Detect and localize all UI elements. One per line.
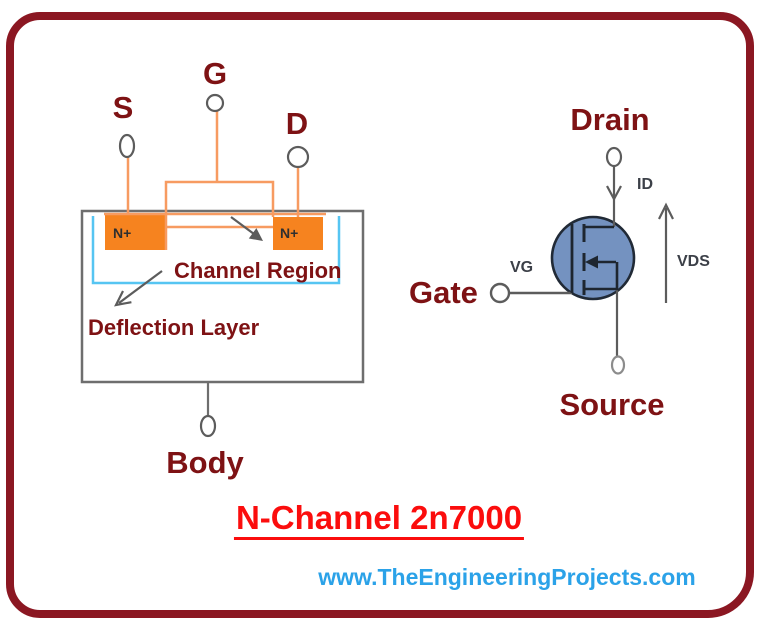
nplus-source-region (105, 215, 166, 250)
id-label: ID (637, 176, 653, 193)
structure-source-label: S (112, 90, 134, 125)
vds-arrowhead (658, 202, 674, 220)
vg-label: VG (510, 259, 534, 276)
deflection-layer-label: Deflection Layer (88, 315, 260, 340)
nplus-drain-region (273, 217, 323, 250)
structure-drain-label: D (285, 106, 309, 141)
deflection-arrowhead (114, 290, 132, 307)
drain-terminal-circle (286, 145, 310, 169)
channel-line (91, 216, 341, 285)
body-label: Body (166, 445, 244, 480)
channel-arrowhead (248, 228, 263, 241)
symbol-gate-label: Gate (409, 275, 478, 310)
gate-electrode-outline (164, 180, 275, 250)
diagram-title: N-Channel 2n7000 (233, 501, 525, 540)
channel-region-label: Channel Region (174, 258, 342, 283)
border-frame (6, 12, 754, 618)
symbol-drain-label: Drain (570, 102, 650, 137)
nplus-right-label: N+ (280, 225, 299, 241)
vds-label: VDS (677, 253, 710, 270)
structure-gate-label: G (202, 56, 228, 91)
symbol-body-arrowhead (585, 255, 598, 269)
symbol-source-label: Source (559, 387, 665, 422)
website-link[interactable]: www.TheEngineeringProjects.com (318, 564, 696, 590)
body-terminal-circle (199, 414, 217, 438)
source-node-circle (610, 355, 626, 375)
gate-node-circle (489, 282, 511, 304)
id-arrowhead (606, 185, 622, 202)
gate-terminal-circle (205, 93, 225, 113)
source-terminal-circle (118, 133, 136, 159)
nplus-left-label: N+ (113, 225, 132, 241)
deflection-arrow-line (118, 270, 163, 304)
drain-node-circle (605, 146, 623, 168)
symbol-source-connector (584, 262, 619, 291)
substrate-box (80, 209, 365, 384)
